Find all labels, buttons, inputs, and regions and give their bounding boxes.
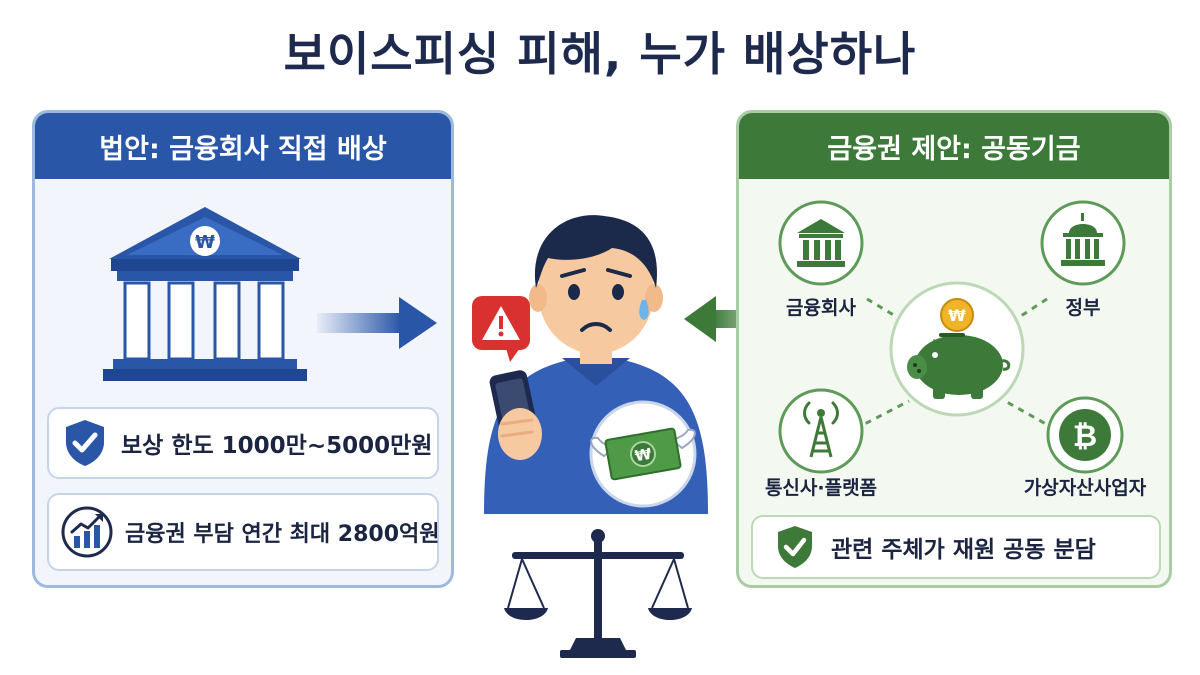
antenna-tower-icon (778, 388, 864, 474)
bank-won-icon: ₩ (103, 207, 307, 381)
left-panel: 법안: 금융회사 직접 배상 ₩ 보상 한도 1000만~5000만 (32, 110, 454, 588)
warning-exclamation-icon (472, 296, 530, 362)
svg-text:₩: ₩ (948, 306, 966, 325)
right-panel: 금융권 제안: 공동기금 금융회사 정부 (736, 110, 1172, 588)
shield-check-icon (66, 420, 104, 466)
burden-text: 금융권 부담 연간 최대 2800억원 (125, 522, 440, 547)
svg-text:₿: ₿ (1073, 419, 1097, 454)
justice-scale-icon (504, 529, 692, 658)
flying-money-icon: ₩ (589, 400, 697, 508)
shield-check-icon (778, 526, 812, 568)
left-panel-header: 법안: 금융회사 직접 배상 (35, 113, 451, 179)
limit-text: 보상 한도 1000만~5000만원 (121, 433, 433, 459)
node-label-government: 정부 (1065, 297, 1101, 319)
page-title: 보이스피싱 피해, 누가 배상하나 (283, 27, 917, 81)
svg-text:₩: ₩ (195, 232, 215, 253)
chart-growth-icon (61, 506, 113, 558)
right-panel-header: 금융권 제안: 공동기금 (739, 113, 1169, 179)
government-building-icon (1040, 200, 1126, 286)
svg-text:₩: ₩ (633, 445, 653, 466)
bank-icon (778, 200, 864, 286)
shared-funding-text: 관련 주체가 재원 공동 분담 (831, 537, 1096, 563)
info-card-burden: 금융권 부담 연간 최대 2800억원 (47, 493, 440, 571)
arrow-right-icon (317, 297, 437, 349)
bitcoin-icon: ₿ (1046, 396, 1124, 474)
info-card-limit: 보상 한도 1000만~5000만원 (47, 407, 439, 479)
shared-funding-card: 관련 주체가 재원 공동 분담 (751, 515, 1161, 579)
worried-person-with-phone-icon (484, 215, 708, 514)
node-label-crypto: 가상자산사업자 (1023, 477, 1147, 499)
node-label-financial: 금융회사 (786, 297, 856, 319)
piggy-bank-icon: ₩ (889, 281, 1025, 417)
node-label-telecom: 통신사·플랫폼 (764, 477, 878, 499)
